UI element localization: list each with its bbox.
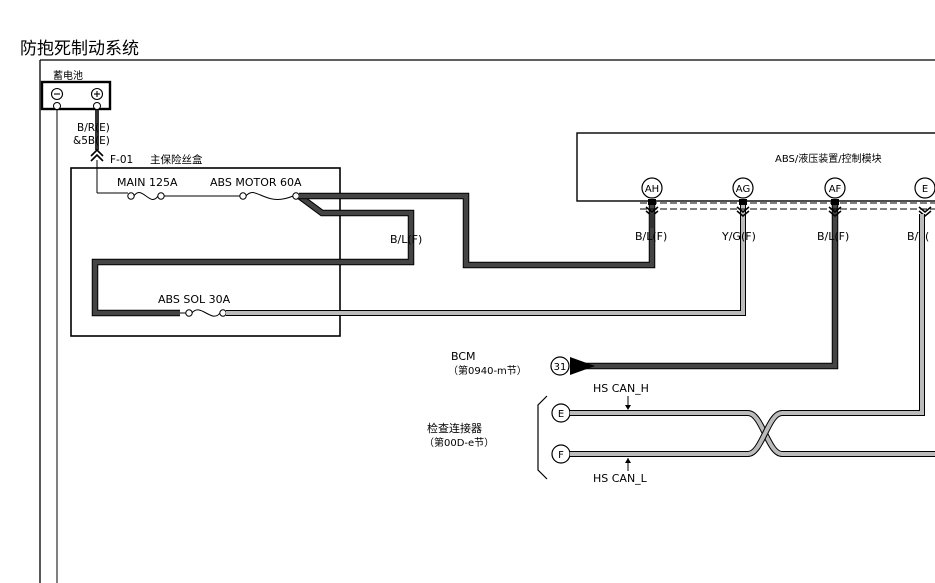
wire-ah — [299, 192, 656, 269]
svg-text:31: 31 — [554, 362, 567, 373]
module-label: ABS/液压装置/控制模块 — [775, 152, 882, 165]
wire-af — [570, 203, 839, 370]
svg-text:AG: AG — [736, 184, 750, 195]
can-twisted-pair — [570, 214, 935, 457]
bcm-ref: （第0940-m节） — [448, 364, 527, 377]
battery-negative-terminal — [50, 87, 64, 101]
can-l-label: HS CAN_L — [593, 472, 648, 485]
svg-text:F: F — [558, 450, 564, 461]
loop-wire-label: B/L(F) — [390, 233, 422, 246]
svg-text:AF: AF — [829, 184, 842, 195]
battery-positive-terminal — [90, 87, 104, 101]
pin-e-wire: B/Y( — [907, 230, 929, 243]
battery-wire-label-1: B/R(E) — [77, 122, 110, 134]
check-connector: 检查连接器 （第00D-e节） E F HS CAN_H HS CAN_L — [424, 382, 649, 485]
svg-text:E: E — [922, 184, 928, 195]
bcm-pin — [550, 356, 570, 376]
check-connector-label: 检查连接器 — [427, 421, 482, 435]
pin-af-wire: B/L(F) — [817, 230, 849, 243]
can-h-label: HS CAN_H — [593, 382, 649, 395]
battery-wire-label-2: &5B(E) — [73, 135, 110, 147]
connector-bracket — [537, 395, 548, 480]
outer-frame — [39, 59, 935, 583]
abs-motor-fuse-label: ABS MOTOR 60A — [210, 176, 302, 189]
fuse-box-name: 主保险丝盒 — [150, 153, 203, 166]
main-fuse-label: MAIN 125A — [117, 176, 178, 189]
abs-sol-fuse-label: ABS SOL 30A — [158, 293, 231, 306]
module-pins: AH B/L(F) AG Y/G(F) AF B/L(F) E B/Y( — [635, 177, 935, 243]
check-connector-ref: （第00D-e节） — [424, 436, 494, 449]
wire-ag — [226, 203, 746, 316]
pin-ah: AH B/L(F) — [635, 177, 667, 243]
can-h-arrow-icon — [625, 405, 631, 410]
bcm: BCM （第0940-m节） 31 — [448, 350, 595, 377]
battery-label: 蓄电池 — [53, 69, 83, 82]
svg-text:E: E — [558, 409, 564, 420]
pin-ah-wire: B/L(F) — [635, 230, 667, 243]
battery-wire: B/R(E) &5B(E) F-01 主保险丝盒 — [73, 110, 203, 193]
battery: 蓄电池 — [40, 69, 112, 111]
abs-motor-fuse-icon — [245, 192, 294, 200]
can-l-arrow-icon — [625, 458, 631, 463]
bcm-label: BCM — [451, 350, 476, 363]
svg-text:AH: AH — [645, 184, 659, 195]
main-fuse-terminal — [127, 192, 135, 200]
loop-wire: B/L(F) — [91, 193, 422, 317]
abs-sol-fuse-icon — [191, 309, 221, 317]
diagram-title: 防抱死制动系统 — [20, 39, 139, 59]
abs-control-module: ABS/液压装置/控制模块 — [576, 132, 935, 210]
main-fuse-icon — [133, 192, 159, 200]
pin-ag-wire: Y/G(F) — [721, 230, 756, 243]
pin-af: AF B/L(F) — [817, 177, 849, 243]
bcm-arrow-icon — [570, 357, 595, 375]
connector-chevron-icon — [90, 148, 104, 162]
fuse-box: MAIN 125A ABS MOTOR 60A ABS SOL 30A — [70, 167, 341, 337]
fuse-box-connector: F-01 — [110, 154, 133, 166]
pin-ag: AG Y/G(F) — [721, 177, 756, 243]
